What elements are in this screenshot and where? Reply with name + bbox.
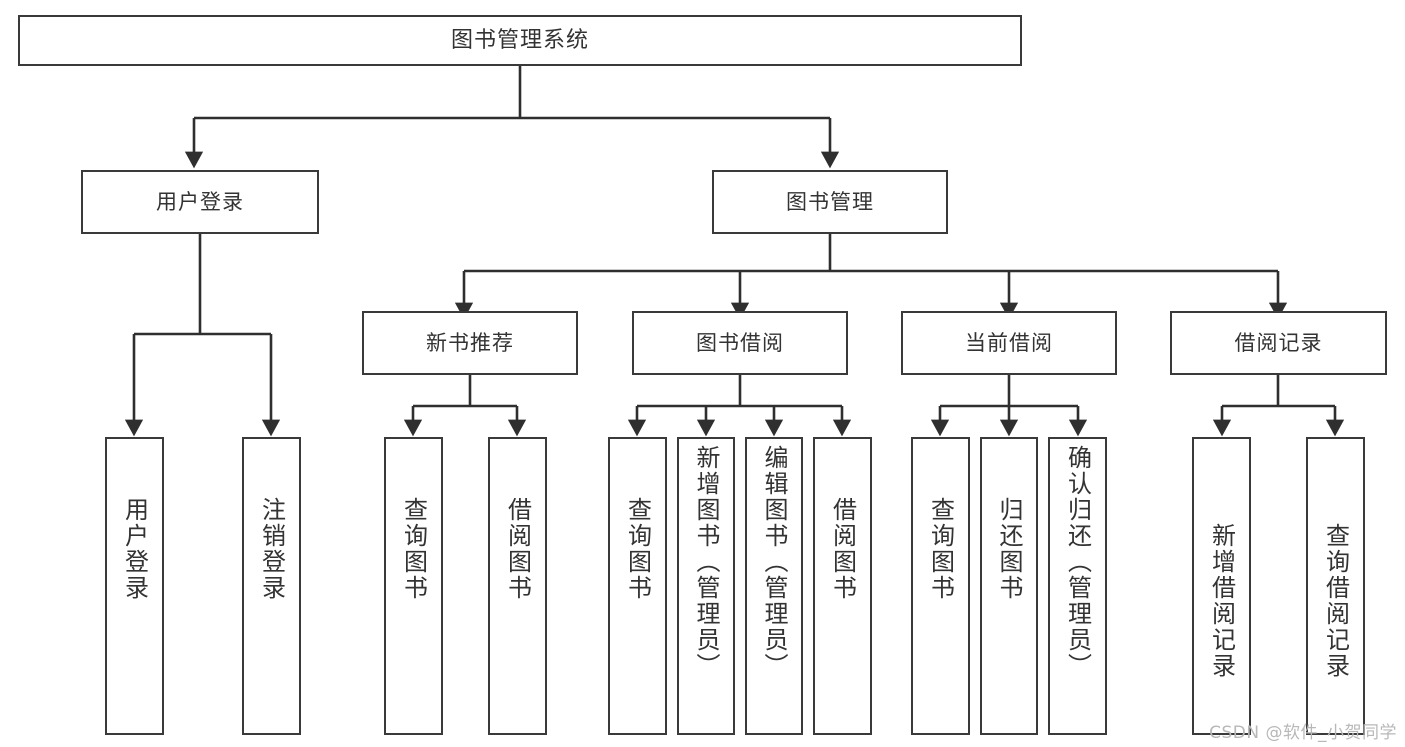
leaf-borrowing-query-book[interactable]: 查询图书 [608,437,667,735]
node-label: 归还图书 [995,497,1023,601]
leaf-user-login[interactable]: 用户登录 [105,437,164,735]
leaf-record-query-borrow-record[interactable]: 查询借阅记录 [1306,437,1365,735]
leaf-current-query-book[interactable]: 查询图书 [911,437,970,735]
node-label: 查询图书 [399,497,428,601]
node-label: 图书管理 [786,189,874,214]
node-label: 用户登录 [156,189,244,214]
node-root-book-management-system[interactable]: 图书管理系统 [18,15,1022,66]
node-label: 新增图书（管理员） [692,445,720,679]
node-current-borrowing[interactable]: 当前借阅 [901,311,1117,375]
leaf-borrowing-borrow-book[interactable]: 借阅图书 [813,437,872,735]
node-new-book-recommendation[interactable]: 新书推荐 [362,311,578,375]
node-label: 查询图书 [926,497,955,601]
leaf-borrowing-edit-book-admin[interactable]: 编辑图书（管理员） [745,437,803,735]
leaf-borrowing-add-book-admin[interactable]: 新增图书（管理员） [677,437,735,735]
leaf-recommendation-borrow-book[interactable]: 借阅图书 [488,437,547,735]
node-label: 查询借阅记录 [1321,523,1350,679]
node-label: 新书推荐 [426,330,514,355]
node-label: 借阅记录 [1234,330,1323,355]
node-label: 借阅图书 [828,497,857,601]
node-label: 图书借阅 [696,330,784,355]
node-book-management[interactable]: 图书管理 [712,170,948,234]
csdn-watermark: CSDN @软件_小贺同学 [1209,723,1397,743]
node-borrowing-records[interactable]: 借阅记录 [1170,311,1387,375]
node-label: 用户登录 [120,497,149,601]
node-label: 新增借阅记录 [1207,523,1236,679]
node-label: 当前借阅 [965,330,1053,355]
leaf-current-confirm-return-admin[interactable]: 确认归还（管理员） [1048,437,1107,735]
leaf-record-add-borrow-record[interactable]: 新增借阅记录 [1192,437,1251,735]
node-label: 借阅图书 [503,497,532,601]
node-label: 图书管理系统 [450,27,589,53]
node-label: 查询图书 [623,497,652,601]
node-book-borrowing[interactable]: 图书借阅 [632,311,848,375]
node-label: 注销登录 [257,497,286,601]
node-label: 确认归还（管理员） [1063,445,1092,679]
node-user-login[interactable]: 用户登录 [81,170,319,234]
leaf-logout[interactable]: 注销登录 [242,437,301,735]
leaf-recommendation-query-book[interactable]: 查询图书 [384,437,443,735]
leaf-current-return-book[interactable]: 归还图书 [980,437,1038,735]
node-label: 编辑图书（管理员） [760,445,788,679]
